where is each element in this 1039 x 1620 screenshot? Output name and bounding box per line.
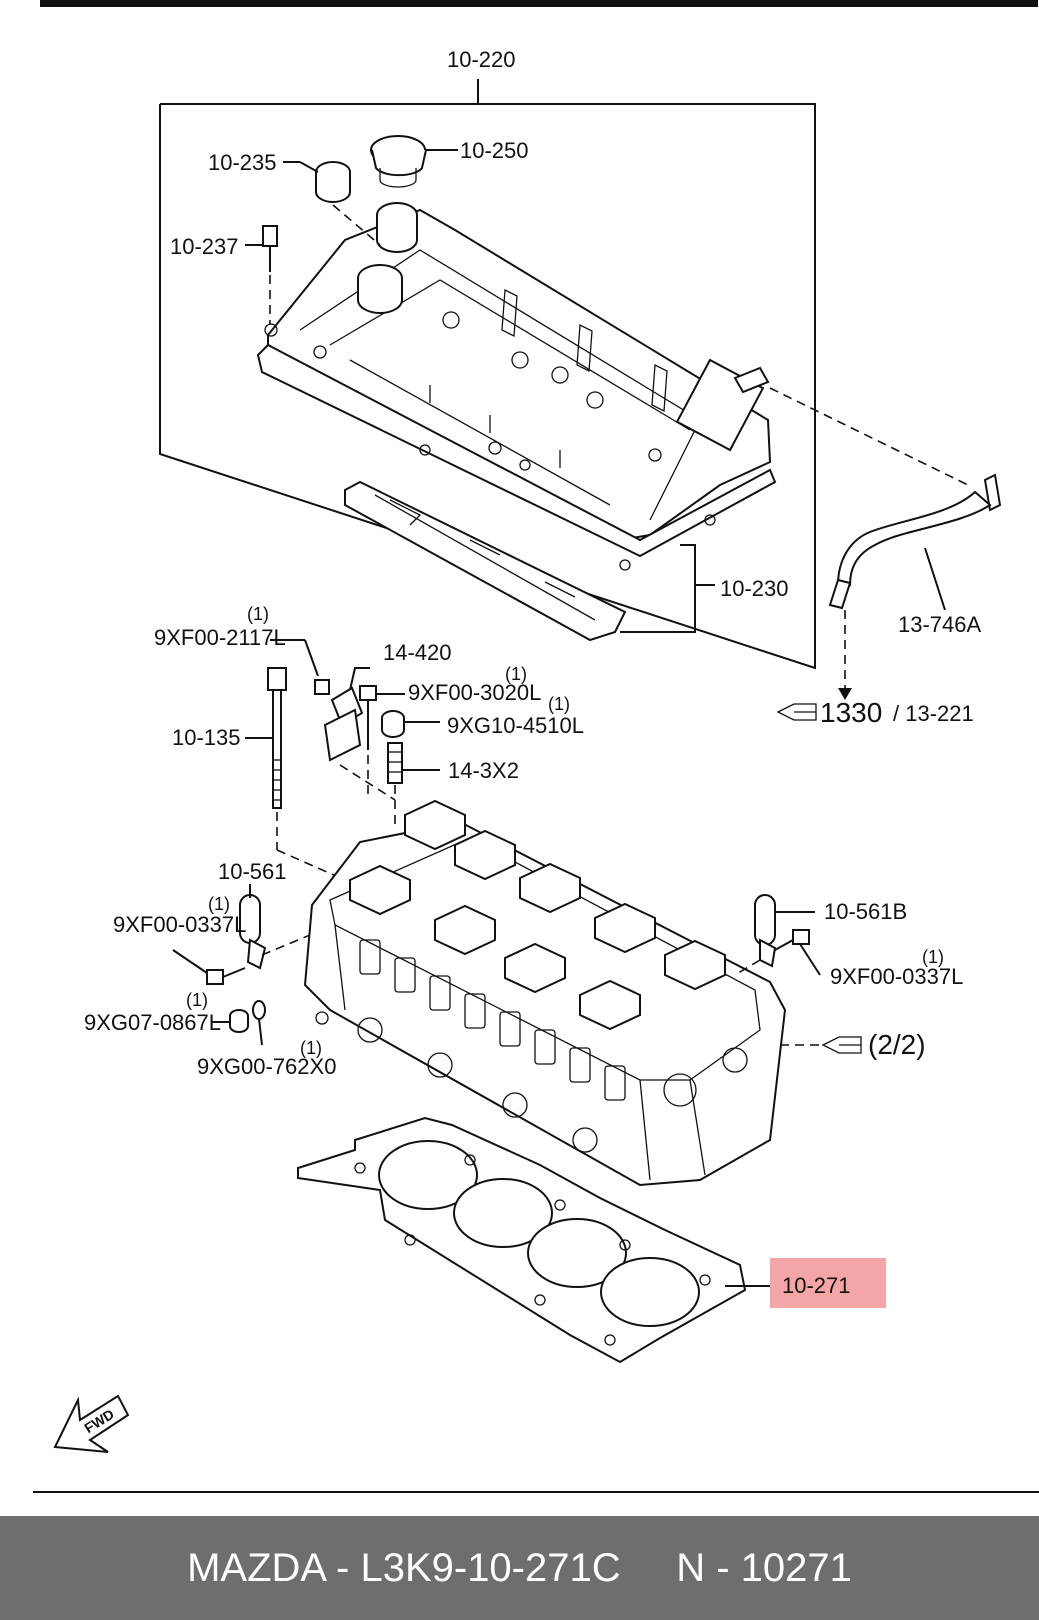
label-10-230: 10-230: [720, 576, 789, 601]
label-13-746A: 13-746A: [898, 612, 982, 637]
oil-filler-cap: [370, 135, 458, 188]
label-9XG07-0867L: 9XG07-0867L: [84, 1010, 221, 1035]
engine-hanger-right: [734, 894, 815, 976]
cylinder-head-drawing: [303, 799, 787, 1187]
label-9XG10-4510L: 9XG10-4510L: [447, 713, 584, 738]
stud-143X2: [387, 742, 440, 825]
cover-assembly-frame: [159, 79, 816, 670]
highlight-box: [770, 1258, 886, 1308]
label-9XF00-2117L: 9XF00-2117L: [154, 625, 286, 650]
label-14-3X2: 14-3X2: [448, 758, 519, 783]
footer-part-number: MAZDA - L3K9-10-271C: [187, 1545, 621, 1590]
parts-diagram: 10-220 10-235 10-250 10-237 10-230 13-74…: [33, 47, 1039, 1493]
cylinder-head-bolt: [245, 667, 346, 881]
label-10-220: 10-220: [447, 47, 516, 72]
qty-9XG00-762X0: (1): [300, 1038, 322, 1058]
qty-9XF00-3020L: (1): [505, 664, 527, 684]
label-10-135: 10-135: [172, 725, 241, 750]
bolt-2117: [270, 639, 319, 677]
label-13-221: / 13-221: [893, 701, 974, 726]
pointer-hand-icon: [776, 703, 817, 721]
head-cover-drawing: [256, 202, 777, 571]
label-10-250: 10-250: [460, 138, 529, 163]
top-rule: [40, 0, 1038, 7]
qty-9XF00-2117L: (1): [247, 604, 269, 624]
ventilation-hose: [769, 387, 1002, 700]
label-9XF00-0337L-left: 9XF00-0337L: [113, 912, 246, 937]
cover-bolt: [245, 225, 278, 325]
label-9XF00-0337L-right: 9XF00-0337L: [830, 964, 963, 989]
footer-gap: [621, 1546, 677, 1591]
label-10-237: 10-237: [170, 234, 239, 259]
plug-4510: [381, 710, 440, 738]
bolt-3020: [359, 685, 405, 800]
bolt-0337-right: [774, 929, 821, 976]
label-10-235: 10-235: [208, 150, 277, 175]
footer-ref-number: N - 10271: [676, 1545, 852, 1590]
label-10-271: 10-271: [782, 1273, 851, 1298]
plug-0867: [212, 1000, 266, 1046]
label-9XG00-762X0: 9XG00-762X0: [197, 1054, 336, 1079]
pointer-hand-icon-2: [780, 1036, 862, 1054]
qty-9XG10-4510L: (1): [548, 694, 570, 714]
engine-hanger-left: [239, 884, 311, 970]
qty-9XG07-0867L: (1): [186, 990, 208, 1010]
footer-bar: MAZDA - L3K9-10-271C N - 10271: [0, 1516, 1039, 1620]
plug-hole-gasket: [344, 480, 715, 642]
label-10-561B: 10-561B: [824, 899, 907, 924]
label-14-420: 14-420: [383, 640, 452, 665]
oil-control-valve: [314, 667, 396, 801]
label-10-561: 10-561: [218, 859, 287, 884]
fwd-arrow-icon: [53, 1394, 130, 1453]
bolt-0337-left: [172, 949, 246, 985]
label-1330: 1330: [820, 697, 882, 728]
seal-plug: [283, 161, 381, 246]
label-2-2: (2/2): [868, 1029, 926, 1060]
label-9XF00-3020L: 9XF00-3020L: [408, 680, 541, 705]
qty-9XF00-0337L-right: (1): [922, 947, 944, 967]
head-gasket-drawing: [297, 1116, 770, 1364]
qty-9XF00-0337L-left: (1): [208, 894, 230, 914]
